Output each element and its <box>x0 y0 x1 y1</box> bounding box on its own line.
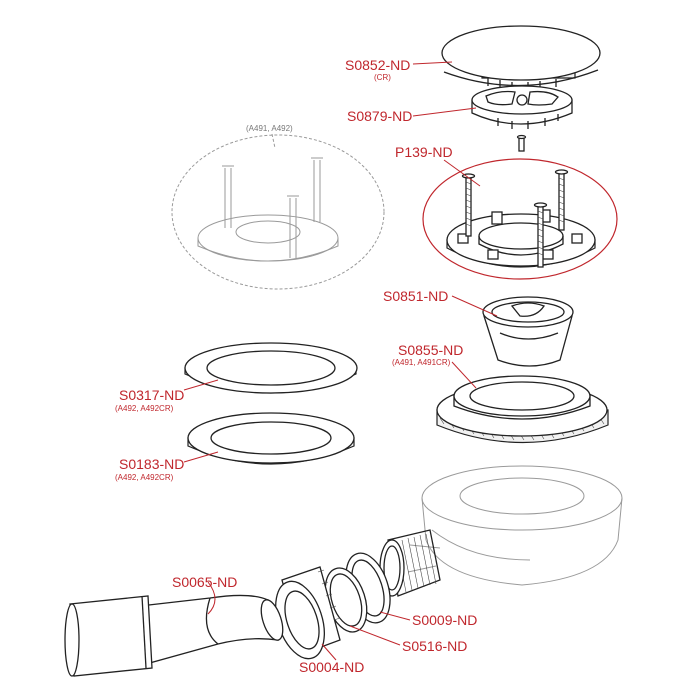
label-s0851: S0851-ND <box>383 288 448 304</box>
part-s0317-ring <box>184 342 358 394</box>
part-s0851-strainer-cup <box>482 296 574 367</box>
part-s0855-flange <box>436 375 609 444</box>
label-s0065: S0065-ND <box>172 574 237 590</box>
screw-small <box>516 134 527 152</box>
label-s0009: S0009-ND <box>412 612 477 628</box>
note-s0855: (A491, A491CR) <box>392 358 451 367</box>
leader-lines <box>183 61 498 661</box>
note-s0183: (A492, A492CR) <box>115 473 174 482</box>
part-s0879-bracket <box>471 85 573 129</box>
note-ghost-assembly: (A491, A492) <box>246 124 293 133</box>
leader-s0183 <box>183 451 219 463</box>
part-s0065-elbow-pipe <box>64 594 284 677</box>
note-s0852: (CR) <box>374 73 391 82</box>
leader-s0516 <box>349 625 401 646</box>
label-s0004: S0004-ND <box>299 659 364 675</box>
ghost-trap-body <box>407 465 623 586</box>
part-s0852-cover-cap <box>441 25 601 91</box>
leader-s0855 <box>451 361 477 389</box>
part-p139-ring-with-screws <box>422 158 618 280</box>
label-s0516: S0516-ND <box>402 638 467 654</box>
leader-p139 <box>443 159 481 187</box>
leader-s0879 <box>412 107 477 117</box>
label-s0855: S0855-ND <box>398 342 463 358</box>
leader-s0009 <box>379 611 411 621</box>
part-s0004-nut <box>275 566 341 660</box>
leader-s0065 <box>207 581 216 615</box>
label-p139: P139-ND <box>395 144 453 160</box>
part-s0183-ring <box>187 412 355 465</box>
label-s0183: S0183-ND <box>119 456 184 472</box>
label-s0879: S0879-ND <box>347 108 412 124</box>
leader-s0851 <box>451 295 498 317</box>
leader-s0317 <box>183 379 219 391</box>
label-s0317: S0317-ND <box>119 387 184 403</box>
label-s0852: S0852-ND <box>345 57 410 73</box>
leader-s0852 <box>412 61 453 65</box>
part-labels: S0852-ND (CR) S0879-ND P139-ND (A491, A4… <box>115 57 477 675</box>
trap-threaded-outlet <box>379 529 441 597</box>
ghost-assembly <box>171 133 385 290</box>
leader-s0004 <box>321 643 337 661</box>
note-s0317: (A492, A492CR) <box>115 404 174 413</box>
